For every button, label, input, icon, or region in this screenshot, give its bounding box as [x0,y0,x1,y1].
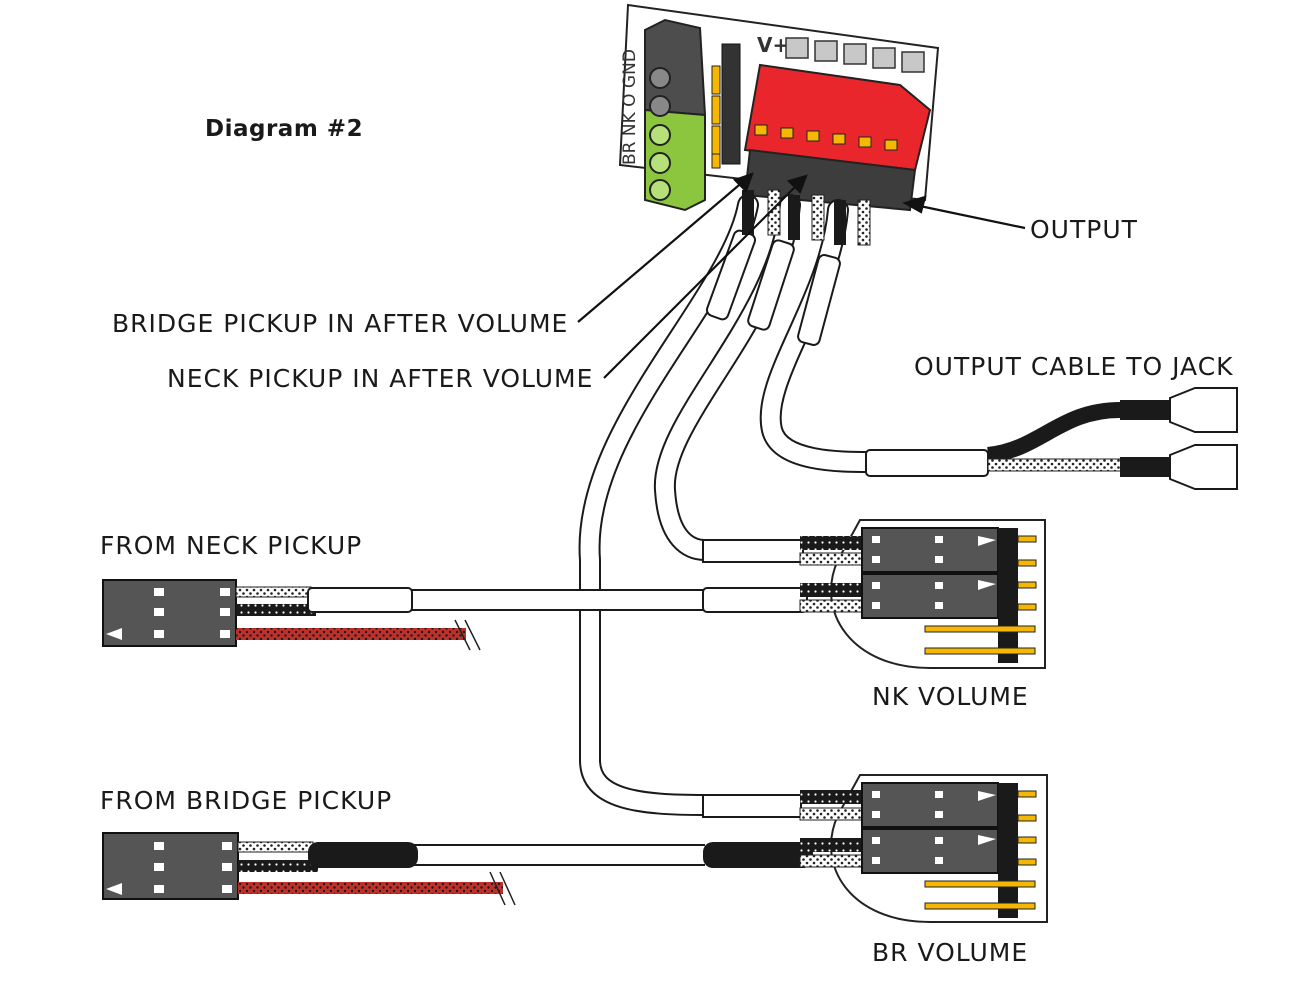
neck-pickup-wires [235,586,808,651]
label-leader-lines [577,172,1026,379]
label-neck-pickup-in: NECK PICKUP IN AFTER VOLUME [167,364,594,393]
screw-terminal-block [644,18,707,212]
output-connector [743,63,932,212]
label-br-volume: BR VOLUME [872,938,1029,967]
board-terminal-labels: BR NK O GND [620,49,640,165]
neck-leader [603,181,801,379]
label-nk-volume: NK VOLUME [872,682,1029,711]
board-output-wires [742,189,871,246]
neck-pickup-connector [102,579,237,647]
neck-arrow-icon [786,174,808,194]
diagram-title: Diagram #2 [205,116,364,142]
label-from-bridge-pickup: FROM BRIDGE PICKUP [100,786,393,815]
label-from-neck-pickup: FROM NECK PICKUP [100,531,363,560]
label-output: OUTPUT [1030,215,1138,244]
board-voltage-label: V+ [757,33,789,57]
bridge-pickup-connector [102,832,239,900]
label-bridge-pickup-in: BRIDGE PICKUP IN AFTER VOLUME [112,309,569,338]
terminal-screw [649,152,671,174]
output-jack-leads [986,387,1238,490]
terminal-screw [649,179,671,201]
br-volume-pot [799,774,1048,923]
bridge-leader [577,179,746,323]
heatshrink-sleeves [705,229,841,346]
label-output-cable: OUTPUT CABLE TO JACK [914,352,1234,381]
terminal-screw [649,124,671,146]
bridge-after-volume-cable [578,194,802,818]
nk-volume-pot [799,519,1046,669]
terminal-screw [649,67,671,89]
bridge-pickup-wires [237,841,813,906]
terminal-screw [649,95,671,117]
bridge-arrow-icon [732,172,754,194]
output-arrow-icon [902,195,927,214]
output-leader [914,203,1026,230]
board-pad-row [785,37,925,73]
board-header-pins [711,43,741,169]
